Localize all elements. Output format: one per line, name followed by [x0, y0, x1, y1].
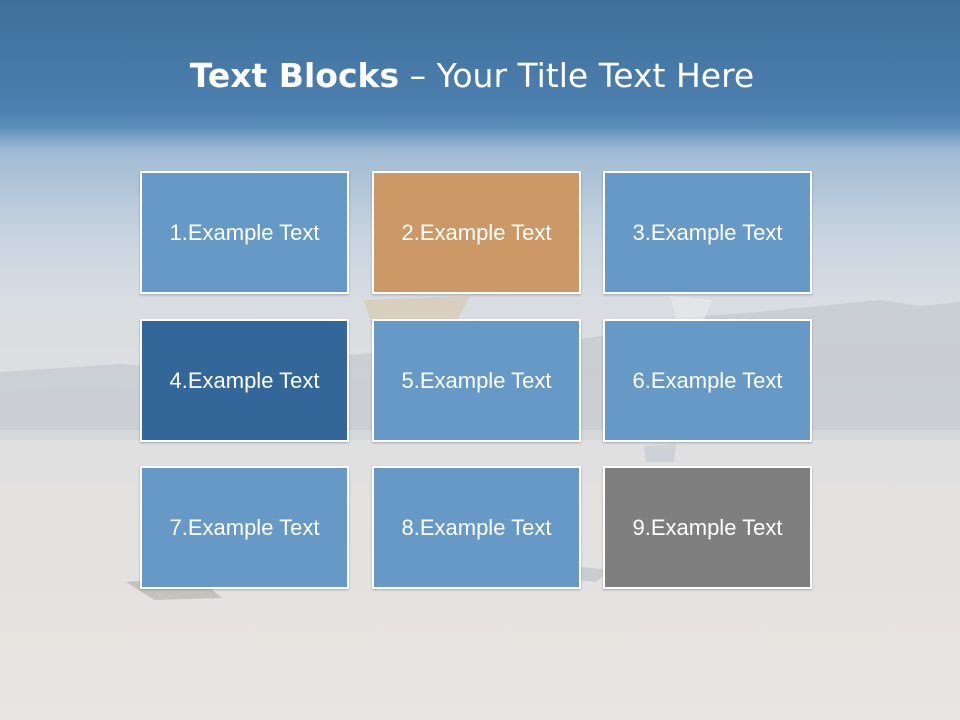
text-block-label: 4.Example Text	[169, 367, 320, 393]
text-block-5[interactable]: 5.Example Text	[372, 319, 581, 442]
title-bold-text: Text Blocks	[189, 56, 400, 95]
text-block-8[interactable]: 8.Example Text	[372, 466, 581, 589]
title-separator: –	[399, 56, 437, 95]
text-block-label: 7.Example Text	[169, 514, 320, 540]
text-block-9[interactable]: 9.Example Text	[603, 466, 812, 589]
title-rest-text: Your Title Text Here	[436, 56, 755, 95]
text-block-label: 9.Example Text	[632, 514, 783, 540]
text-block-label: 5.Example Text	[401, 367, 552, 393]
text-block-7[interactable]: 7.Example Text	[140, 466, 349, 589]
text-block-1[interactable]: 1.Example Text	[140, 171, 349, 294]
text-block-label: 6.Example Text	[632, 367, 783, 393]
text-block-label: 3.Example Text	[632, 219, 783, 245]
text-block-label: 1.Example Text	[169, 219, 320, 245]
text-block-2[interactable]: 2.Example Text	[372, 171, 581, 294]
text-block-label: 8.Example Text	[401, 514, 552, 540]
slide-title: Text Blocks – Your Title Text Here	[0, 54, 944, 98]
text-block-6[interactable]: 6.Example Text	[603, 319, 812, 442]
text-block-3[interactable]: 3.Example Text	[603, 171, 812, 294]
text-block-4[interactable]: 4.Example Text	[140, 319, 349, 442]
text-block-label: 2.Example Text	[401, 219, 552, 245]
